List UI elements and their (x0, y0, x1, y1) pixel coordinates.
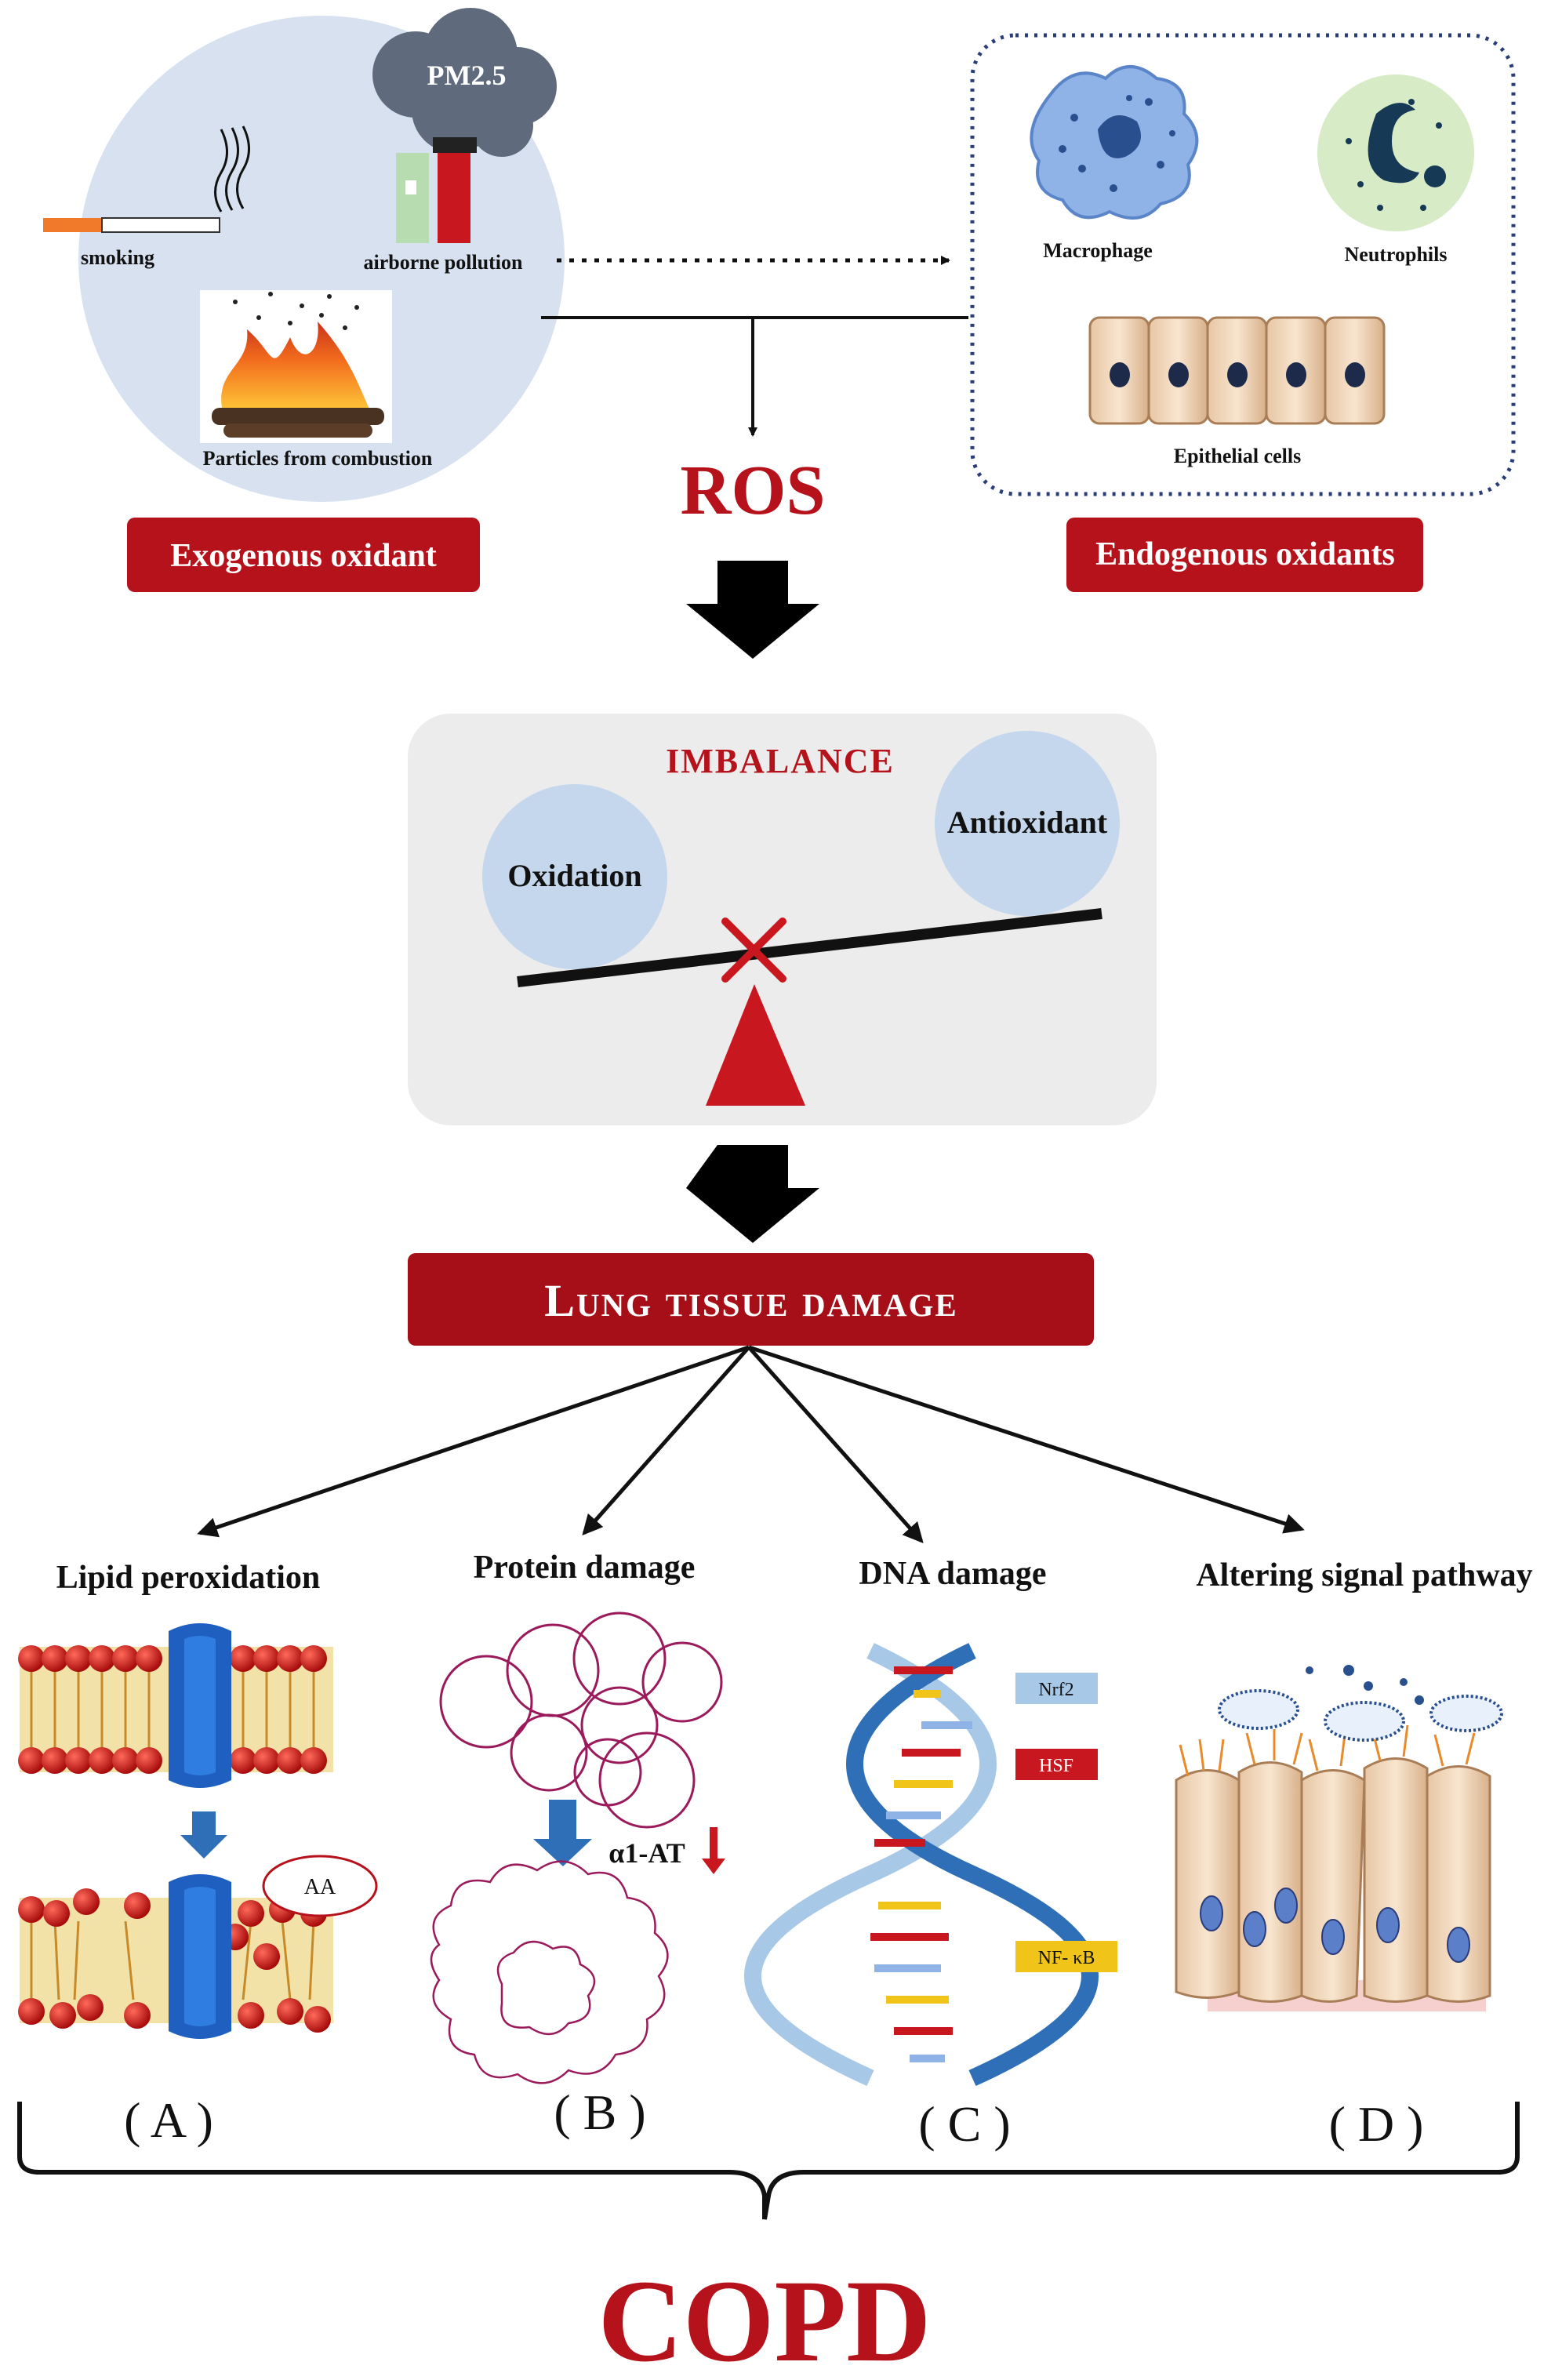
neutrophils-label: Neutrophils (1345, 243, 1448, 266)
fire-icon (200, 290, 392, 443)
oxidation-circle (482, 784, 667, 969)
nfkb-tag (1015, 1941, 1117, 1972)
lipid-membrane-illustration: AA (18, 1623, 378, 2039)
big-arrow-down-2-stem (717, 1145, 788, 1192)
protein-illustration (439, 1611, 723, 1829)
lung-damage-label: Lung tissue damage (544, 1275, 957, 1326)
curly-brace (17, 2102, 1520, 2220)
panel-c-title: DNA damage (859, 1556, 1046, 1592)
smoking-label: smoking (81, 246, 154, 269)
hsf-tag (1015, 1749, 1098, 1780)
panel-a-title: Lipid peroxidation (56, 1560, 321, 1596)
oxidation-label: Oxidation (507, 858, 641, 893)
factory-icon (396, 137, 477, 243)
panel-d-title: Altering signal pathway (1196, 1557, 1532, 1593)
panel-b-title: Protein damage (474, 1550, 696, 1586)
decrease-arrow-icon (702, 1827, 725, 1874)
exogenous-oxidant-label: Exogenous oxidant (170, 538, 437, 574)
nrf2-tag (1015, 1673, 1098, 1704)
exogenous-oxidant-badge (127, 518, 480, 592)
pm25-label: PM2.5 (427, 60, 507, 91)
imbalance-group: IMBALANCE Oxidation Antioxidant (408, 714, 1157, 1125)
nfkb-label: NF- κB (1038, 1948, 1095, 1968)
panel-c-letter: ( C ) (918, 2096, 1010, 2152)
alpha1-at-label: α1-AT (608, 1837, 685, 1869)
branch-arrows (197, 1345, 1305, 1543)
aa-tag-label: AA (304, 1875, 336, 1899)
imbalance-title: IMBALANCE (666, 742, 895, 780)
aa-tag-oval (262, 1855, 378, 1917)
antioxidant-circle (935, 731, 1120, 916)
combustion-label: Particles from combustion (203, 447, 433, 470)
denatured-protein-cloud (430, 1860, 669, 2084)
balance-fulcrum (706, 984, 805, 1106)
panel-a-down-arrow (180, 1811, 227, 1859)
endogenous-oxidants-badge (1066, 518, 1423, 592)
lung-damage-banner (408, 1253, 1094, 1346)
endogenous-group: Macrophage Neutrophils Epitheli (970, 33, 1516, 592)
cross-icon (721, 917, 786, 983)
epithelial-cells-label: Epithelial cells (1174, 445, 1302, 467)
airway-epithelium-illustration (1175, 1665, 1503, 2011)
panel-b-down-arrow (533, 1800, 592, 1866)
endogenous-oxidants-label: Endogenous oxidants (1095, 536, 1395, 572)
ros-label: ROS (680, 452, 825, 529)
endogenous-box (970, 33, 1516, 496)
antioxidant-label: Antioxidant (947, 805, 1108, 840)
dna-illustration (744, 1643, 1099, 2087)
neutrophil-icon (1317, 74, 1474, 231)
airborne-pollution-label: airborne pollution (364, 251, 524, 274)
pm25-cloud-icon (372, 8, 557, 157)
panel-a-letter: ( A ) (124, 2092, 213, 2148)
panel-d-letter: ( D ) (1329, 2096, 1424, 2152)
macrophage-label: Macrophage (1043, 239, 1153, 262)
macrophage-icon (1030, 65, 1199, 220)
epithelial-cells-icon (1088, 316, 1386, 425)
panel-b-letter: ( B ) (554, 2084, 645, 2140)
copd-label: COPD (598, 2256, 932, 2380)
cigarette-icon (43, 125, 250, 233)
balance-beam (517, 908, 1102, 987)
hsf-label: HSF (1039, 1756, 1073, 1776)
nrf2-label: Nrf2 (1038, 1680, 1073, 1700)
exogenous-group: PM2.5 airborne pollution smoking (43, 8, 565, 592)
big-arrow-down-1 (686, 561, 819, 659)
